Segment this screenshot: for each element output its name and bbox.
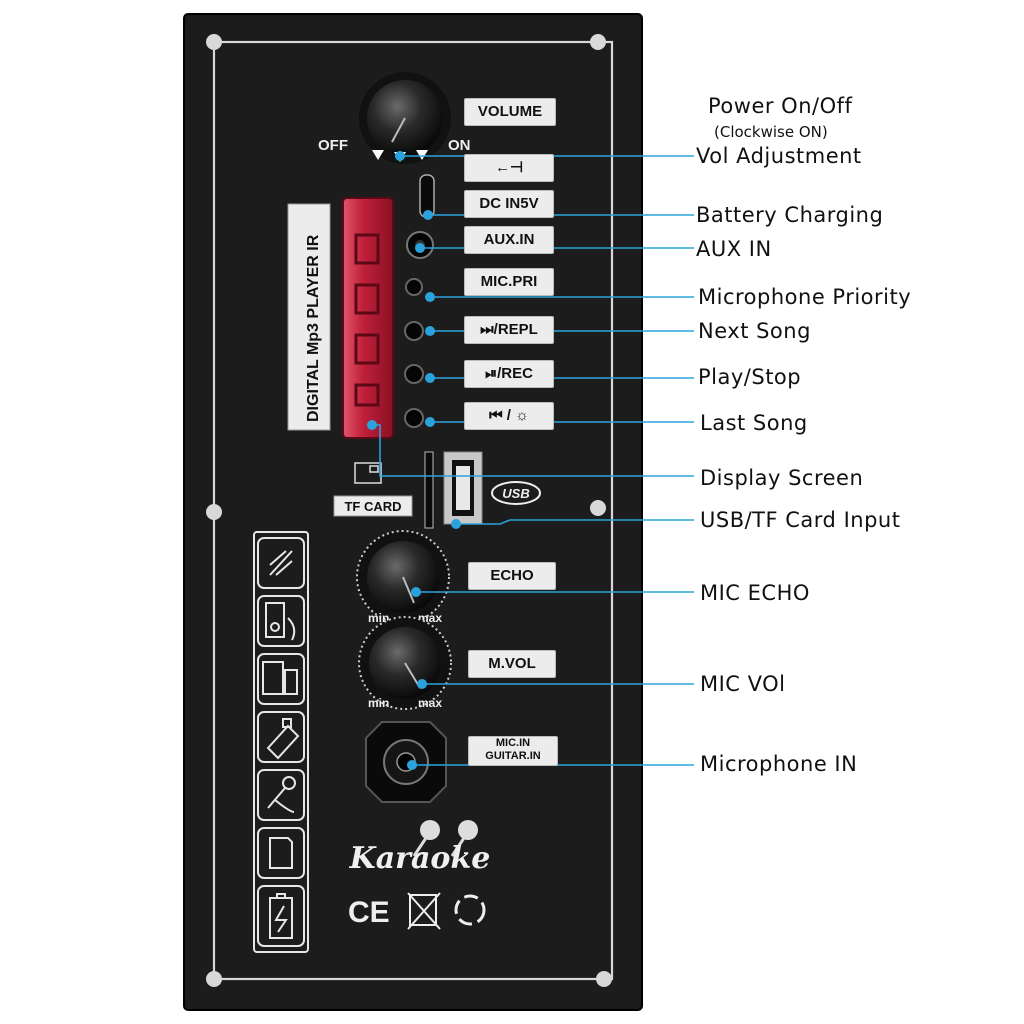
weee-bin-icon [407, 892, 441, 930]
svg-text:USB: USB [502, 486, 529, 501]
tf-card-slot[interactable] [424, 451, 434, 529]
last-tag: ⏮ / ☼ [464, 402, 554, 430]
tf-card-label: TF CARD [344, 499, 401, 514]
switch-off-label: OFF [318, 137, 348, 154]
display-segments [354, 233, 380, 407]
sd-card-icon [257, 827, 305, 879]
tf-card-label-box [333, 495, 413, 517]
side-icon-column [253, 531, 309, 953]
microphone-icon [257, 769, 305, 821]
callout-last-song: Last Song [700, 411, 808, 435]
callout-power: Power On/Off [708, 94, 853, 118]
usb-drive-icon [257, 711, 305, 763]
callout-aux: AUX IN [696, 237, 772, 261]
bluetooth-icon [257, 537, 305, 589]
callout-vol-adjust: Vol Adjustment [696, 144, 862, 168]
callout-usb-tf: USB/TF Card Input [700, 508, 901, 532]
aux-in-tag: AUX.IN [464, 226, 554, 254]
mic-pri-tag: MIC.PRI [464, 268, 554, 296]
volume-power-knob[interactable] [359, 72, 451, 164]
echo-min-label: min [368, 611, 389, 625]
callout-mic-in: Microphone IN [700, 752, 858, 776]
echo-tag: ECHO [468, 562, 556, 590]
tf-card-icon [354, 462, 382, 484]
recycle-icon [454, 894, 486, 926]
volume-tag: VOLUME [464, 98, 556, 126]
mic-in-tag-text: MIC.IN [495, 737, 531, 749]
mvol-tag: M.VOL [468, 650, 556, 678]
mic-priority-button[interactable] [405, 278, 423, 296]
play-stop-button[interactable] [404, 364, 424, 384]
last-song-button[interactable] [404, 408, 424, 428]
mic-guitar-in-tag: MIC.IN GUITAR.IN [468, 736, 558, 766]
callout-next-song: Next Song [698, 319, 811, 343]
ce-mark: CE [348, 896, 390, 929]
callout-display: Display Screen [700, 466, 864, 490]
echo-knob[interactable] [356, 530, 450, 624]
callout-battery: Battery Charging [696, 203, 884, 227]
usb-port[interactable] [443, 451, 483, 525]
next-song-button[interactable] [404, 321, 424, 341]
callout-mic-vol: MIC VOl [700, 672, 786, 696]
mounting-screws [206, 34, 612, 987]
guitar-in-tag-text: GUITAR.IN [485, 750, 541, 762]
dc-in-tag: DC IN5V [464, 190, 554, 218]
karaoke-logo: Karaoke [349, 820, 491, 876]
play-rec-tag: ⏯/REC [464, 360, 554, 388]
mvol-max-label: max [418, 696, 442, 710]
devices-icon [257, 653, 305, 705]
mp3-player-icon [257, 595, 305, 647]
certification-marks: CE [348, 892, 486, 930]
mvol-min-label: min [368, 696, 389, 710]
callout-power-note: (Clockwise ON) [714, 123, 828, 141]
display-label-box: DIGITAL Mp3 PLAYER IR [287, 203, 331, 431]
usb-logo: USB [491, 481, 541, 505]
callout-mic-priority: Microphone Priority [698, 285, 912, 309]
battery-icon-tag: ←⊣ [464, 154, 554, 182]
callout-play-stop: Play/Stop [698, 365, 802, 389]
callout-mic-echo: MIC ECHO [700, 581, 810, 605]
switch-on-label: ON [448, 137, 471, 154]
next-repl-tag: ⏭/REPL [464, 316, 554, 344]
microphone-jack[interactable] [365, 721, 447, 803]
battery-icon [257, 885, 305, 947]
brand-label: Karaoke [349, 841, 491, 876]
display-label: DIGITAL Mp3 PLAYER IR [305, 234, 322, 422]
